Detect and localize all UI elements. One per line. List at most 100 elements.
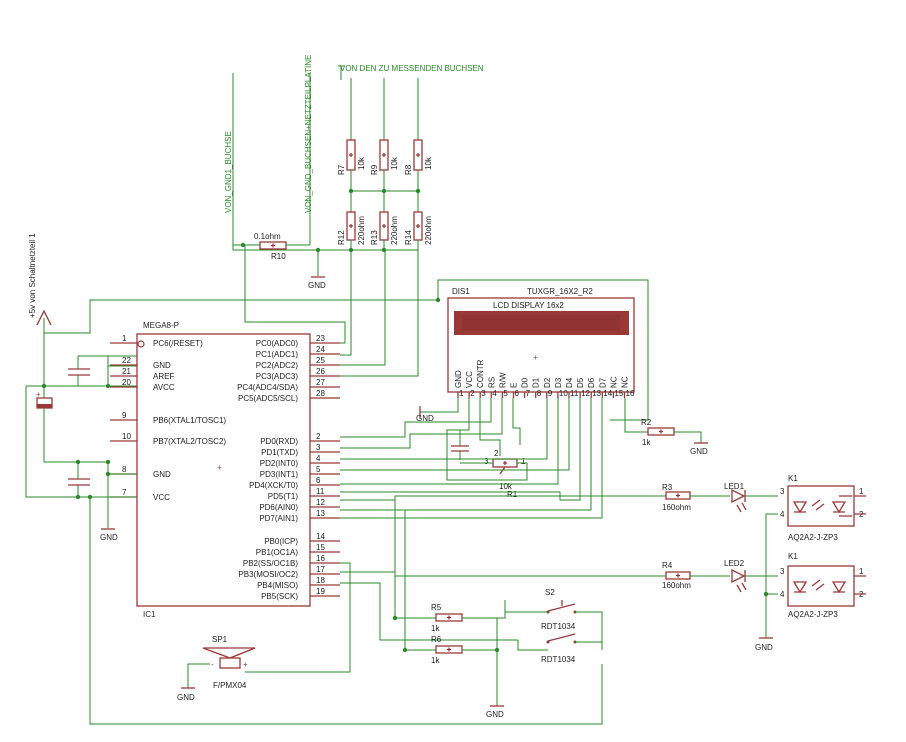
svg-text:10k: 10k bbox=[499, 482, 513, 491]
measure-input-wires bbox=[350, 78, 419, 140]
mcu-pin-number: 15 bbox=[316, 543, 325, 552]
lcd-pin-number: 4 bbox=[492, 389, 497, 398]
mcu-pin-number: 5 bbox=[316, 465, 321, 474]
mcu-pin-label: PC4(ADC4/SDA) bbox=[237, 383, 298, 392]
capacitor-lcd bbox=[451, 430, 469, 460]
lcd-pin-label: D7 bbox=[598, 377, 607, 388]
capacitor-c1 bbox=[68, 356, 90, 386]
gnd-symbol-mcu: GND bbox=[100, 528, 118, 542]
resistor-r9: R9 10k bbox=[370, 139, 399, 175]
svg-text:GND: GND bbox=[690, 447, 708, 456]
lcd-pin-label: CONTR bbox=[476, 359, 485, 388]
mcu-pin-label: PC1(ADC1) bbox=[256, 350, 299, 359]
mcu-pin-number: 6 bbox=[316, 476, 321, 485]
lcd-pin-number: 9 bbox=[548, 389, 553, 398]
mcu-pin-label: PD0(RXD) bbox=[260, 437, 298, 446]
svg-text:1: 1 bbox=[521, 457, 526, 466]
svg-text:4: 4 bbox=[780, 590, 785, 599]
label-von-gnd1: VON_GND1_BUCHSE bbox=[224, 131, 233, 213]
lcd-pin-number: 10 bbox=[559, 389, 568, 398]
lcd-pin-label: D2 bbox=[543, 377, 552, 388]
relay-k1: K1 AQ2A2-J-ZP3 34 12 bbox=[780, 474, 866, 542]
microcontroller-mega8: MEGA8-P IC1 + bbox=[136, 321, 311, 619]
mcu-pin-number: 26 bbox=[316, 367, 325, 376]
lcd-pin-number: 8 bbox=[537, 389, 542, 398]
svg-text:GND: GND bbox=[486, 710, 504, 719]
gnd-bus-wires bbox=[232, 73, 311, 245]
svg-text:-: - bbox=[211, 660, 214, 669]
lcd-pin-number: 6 bbox=[515, 389, 520, 398]
svg-text:GND: GND bbox=[755, 643, 773, 652]
svg-text:+: + bbox=[36, 390, 41, 399]
lcd-pin-number: 11 bbox=[570, 389, 579, 398]
svg-text:R7: R7 bbox=[337, 164, 346, 175]
svg-text:S2: S2 bbox=[545, 588, 555, 597]
svg-text:RDT1034: RDT1034 bbox=[541, 622, 576, 631]
svg-text:220ohm: 220ohm bbox=[424, 216, 433, 245]
mcu-pin-number: 25 bbox=[316, 356, 325, 365]
mcu-pin-number: 13 bbox=[316, 509, 325, 518]
lcd-pins: GND1VCC2CONTR3RS4R/W5E6D07D18D29D310D411… bbox=[454, 359, 635, 398]
svg-text:2: 2 bbox=[494, 449, 499, 458]
svg-text:R3: R3 bbox=[662, 483, 673, 492]
mcu-pin-number: 14 bbox=[316, 532, 325, 541]
lcd-pin-number: 16 bbox=[626, 389, 635, 398]
label-von-gnd-buchsen: VON_GND_BUCHSEN+NETZTEILPLATINE bbox=[304, 55, 313, 213]
svg-text:MEGA8-P: MEGA8-P bbox=[143, 321, 179, 330]
mcu-pin-label: GND bbox=[153, 470, 171, 479]
mcu-pin-label: PD1(TXD) bbox=[261, 448, 298, 457]
lcd-pin-number: 7 bbox=[526, 389, 531, 398]
mcu-pin-number: 11 bbox=[316, 487, 325, 496]
mcu-pin-label: PC3(ADC3) bbox=[256, 372, 299, 381]
svg-text:GND: GND bbox=[100, 533, 118, 542]
svg-text:10k: 10k bbox=[357, 156, 366, 170]
svg-text:F/PMX04: F/PMX04 bbox=[213, 681, 247, 690]
mcu-pin-number: 23 bbox=[316, 334, 325, 343]
svg-text:LED1: LED1 bbox=[724, 482, 745, 491]
speaker-sp1: SP1 F/PMX04 - + bbox=[202, 635, 256, 690]
mcu-pin-number: 22 bbox=[122, 356, 131, 365]
svg-text:R13: R13 bbox=[370, 230, 379, 245]
mcu-pin-number: 24 bbox=[316, 345, 325, 354]
lcd-pin-label: R/W bbox=[498, 372, 507, 388]
lcd-pin-label: D6 bbox=[587, 377, 596, 388]
svg-text:DIS1: DIS1 bbox=[452, 287, 470, 296]
mcu-pin-label: AVCC bbox=[153, 383, 175, 392]
mcu-pin-label: PC0(ADC0) bbox=[256, 339, 299, 348]
svg-text:0.1ohm: 0.1ohm bbox=[254, 232, 281, 241]
svg-text:R8: R8 bbox=[404, 164, 413, 175]
svg-text:SP1: SP1 bbox=[212, 635, 228, 644]
capacitor-elko: + bbox=[36, 390, 108, 463]
mcu-pin-label: PC2(ADC2) bbox=[256, 361, 299, 370]
svg-text:+: + bbox=[533, 353, 538, 362]
gnd-symbol-lcd: GND bbox=[416, 406, 434, 423]
lcd-pin-number: 5 bbox=[503, 389, 508, 398]
svg-text:R10: R10 bbox=[271, 252, 286, 261]
svg-text:1k: 1k bbox=[431, 656, 440, 665]
label-von-buchsen: VON DEN ZU MESSENDEN BUCHSEN bbox=[340, 64, 484, 73]
switch-s2: S2 RDT1034 RDT1034 bbox=[541, 588, 577, 664]
svg-text:4: 4 bbox=[780, 510, 785, 519]
mcu-pin-label: PB5(SCK) bbox=[261, 592, 298, 601]
resistor-r10: 0.1ohm R10 bbox=[254, 232, 287, 261]
lcd-pin-number: 2 bbox=[470, 389, 475, 398]
svg-text:3: 3 bbox=[780, 487, 785, 496]
svg-text:R6: R6 bbox=[431, 635, 442, 644]
svg-text:1k: 1k bbox=[431, 624, 440, 633]
mcu-pin-number: 8 bbox=[122, 465, 127, 474]
gnd-symbol-relays: GND bbox=[755, 637, 773, 652]
lcd-pin-number: 15 bbox=[614, 389, 623, 398]
mcu-pin-label: PD7(AIN1) bbox=[259, 514, 298, 523]
svg-text:R2: R2 bbox=[641, 418, 652, 427]
mcu-pin-number: 12 bbox=[316, 498, 325, 507]
mcu-pin-label: PB4(MISO) bbox=[257, 581, 298, 590]
mcu-pin-label: PD4(XCK/T0) bbox=[249, 481, 298, 490]
lcd-pin-number: 13 bbox=[592, 389, 601, 398]
svg-text:+: + bbox=[217, 463, 222, 472]
gnd-symbol-speaker: GND bbox=[177, 687, 195, 702]
mcu-pin-number: 1 bbox=[122, 334, 127, 343]
mcu-pin-label: PB1(OC1A) bbox=[256, 548, 299, 557]
lcd-pin-label: NC bbox=[621, 376, 630, 388]
